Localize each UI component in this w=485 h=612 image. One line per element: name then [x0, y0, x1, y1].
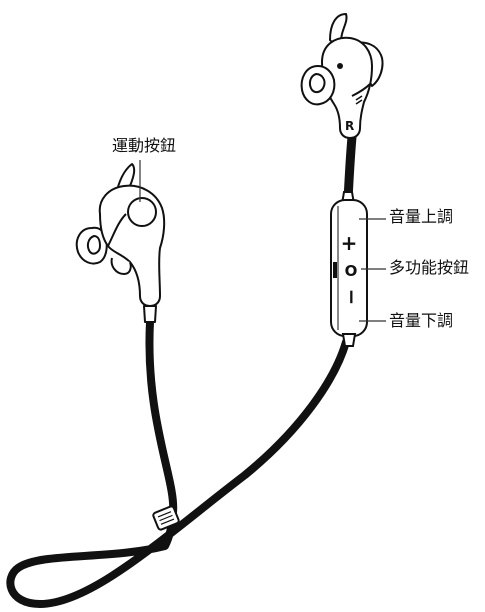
neckband-cable: [6, 132, 357, 608]
volume-down-label: 音量下調: [389, 311, 454, 330]
sport-button-label: 運動按鈕: [112, 136, 177, 155]
left-earbud: [75, 163, 166, 323]
cable-slider[interactable]: [152, 505, 180, 531]
right-earbud: R: [300, 13, 384, 139]
right-earbud-body: [321, 36, 373, 139]
left-body-seam: [107, 213, 127, 247]
remote-collar-bottom: [341, 333, 357, 347]
left-cable: [6, 318, 350, 608]
multi-function-button[interactable]: O: [345, 262, 358, 280]
right-side-mark: R: [345, 119, 354, 133]
callout-lines: [139, 160, 386, 322]
left-strain-relief: [143, 305, 157, 323]
left-lower-bump: [110, 257, 132, 275]
right-ear-tip-inner: [308, 73, 326, 94]
remote-charging-port: [333, 262, 337, 278]
volume-down-button[interactable]: −: [340, 289, 364, 306]
right-ear-tip-hole: [337, 63, 343, 69]
right-vent-lines: [355, 95, 363, 105]
right-cable-upper: [343, 132, 357, 205]
left-ear-tip-inner: [86, 235, 101, 255]
multi-function-button-label: 多功能按鈕: [389, 258, 470, 277]
volume-up-label: 音量上調: [389, 207, 454, 226]
right-body-seam: [351, 83, 371, 97]
volume-up-button[interactable]: +: [341, 231, 358, 255]
inline-remote: + O −: [330, 191, 368, 347]
sport-button[interactable]: [127, 197, 157, 227]
